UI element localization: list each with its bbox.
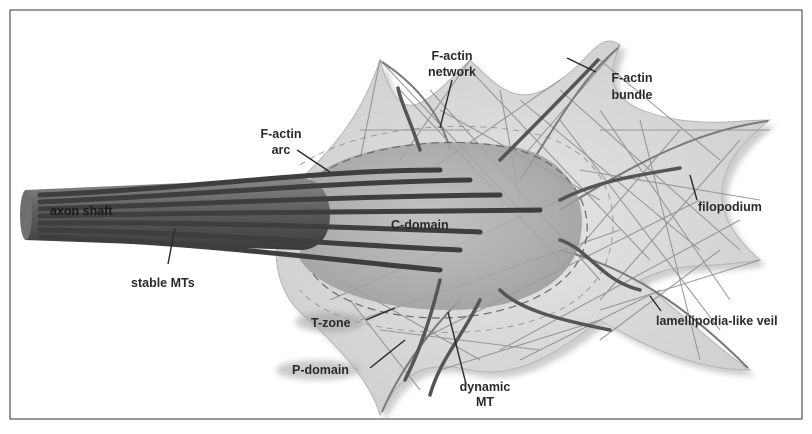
axon-shaft-end <box>20 190 32 240</box>
label-p-domain: P-domain <box>292 363 349 377</box>
label-f-actin-bundle-line2: bundle <box>612 88 653 102</box>
label-filopodium: filopodium <box>698 200 762 214</box>
label-dynamic-mt-line1: dynamic <box>460 380 511 394</box>
label-f-actin-network-line1: F-actin <box>432 49 473 63</box>
label-lamellipodia-veil: lamellipodia-like veil <box>656 314 778 328</box>
label-c-domain: C-domain <box>391 218 449 232</box>
label-stable-mts: stable MTs <box>131 276 195 290</box>
label-f-actin-network-line2: network <box>428 65 476 79</box>
label-f-actin-arc-line2: arc <box>272 143 291 157</box>
label-f-actin-arc-line1: F-actin <box>261 127 302 141</box>
label-dynamic-mt-line2: MT <box>476 395 494 409</box>
label-axon-shaft: axon shaft <box>50 204 113 218</box>
label-t-zone: T-zone <box>311 316 351 330</box>
label-f-actin-bundle-line1: F-actin <box>612 71 653 85</box>
